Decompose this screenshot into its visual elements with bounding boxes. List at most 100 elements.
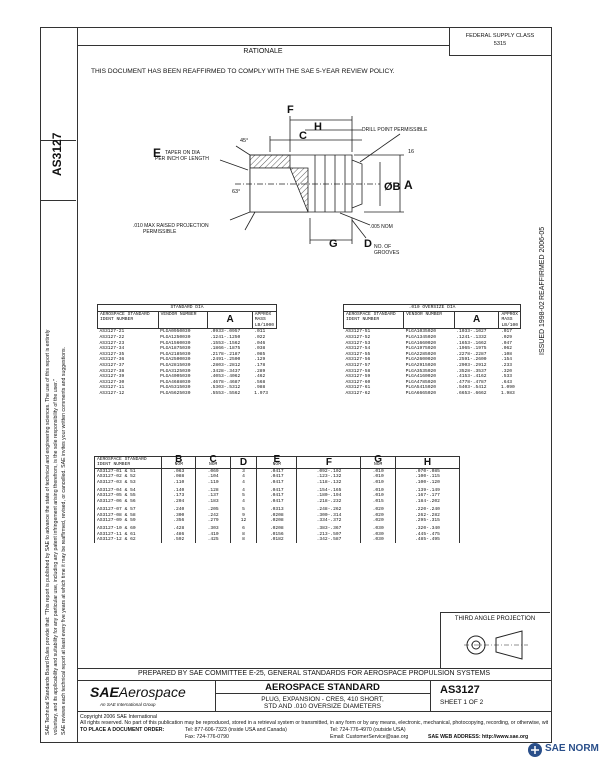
- titleblock-div-2: [430, 680, 431, 711]
- dim-col-letter: H: [423, 456, 432, 468]
- os-cell-mass: 1.090: [500, 385, 515, 391]
- dim-cell: 5: [229, 504, 258, 513]
- dim-cell: .100-.120: [394, 479, 461, 486]
- os-cell-a: .1241-.1332: [456, 334, 487, 340]
- logo-tagline: An SAE International Group: [100, 702, 156, 707]
- side-divider-1: [40, 140, 76, 141]
- titleblock-div-1: [215, 680, 216, 711]
- left-notice-3: SAE reviews each technical report at lea…: [61, 347, 67, 735]
- dim-cell: 4: [229, 485, 258, 494]
- std-cell-a: .1241-.1250: [209, 334, 241, 340]
- std-col-vendor: VENDOR NUMBER: [157, 310, 209, 330]
- footer-order-label: TO PLACE A DOCUMENT ORDER:: [80, 727, 165, 733]
- watermark-text: SAE NORM: [545, 743, 599, 754]
- os-cell-ident: AS3127-51: [345, 329, 371, 335]
- dim-col-letter: G: [374, 454, 383, 465]
- std-cell-mass: .462: [254, 374, 266, 380]
- os-cell-a: .3528-.3537: [456, 368, 487, 374]
- os-cell-mass: .233: [500, 362, 512, 368]
- os-cell-ident: AS3127-52: [345, 334, 371, 340]
- os-table-title: .010 OVERSIZE DIA: [343, 304, 521, 312]
- std-cell-ident: AS3127-34: [99, 346, 125, 352]
- os-cell-mass: .320: [500, 368, 512, 374]
- std-cell-mass: .568: [254, 379, 266, 385]
- dim-cell: .0208: [256, 518, 298, 524]
- dim-label-g: G: [329, 238, 338, 250]
- dim-cell: .0417: [256, 474, 298, 480]
- os-cell-ident: AS3127-59: [345, 374, 371, 380]
- dim-label-h: H: [314, 121, 322, 133]
- std-cell-mass: .022: [254, 334, 266, 340]
- os-cell-vendor: PLGA1035020: [405, 329, 436, 335]
- sae-norm-mark-icon: [528, 743, 542, 757]
- os-cell-ident: AS3127-58: [345, 368, 371, 374]
- left-notice-2: voluntary, and its applicability and sui…: [53, 379, 59, 735]
- os-cell-mass: .643: [500, 379, 512, 385]
- dim-cell: 8: [229, 531, 258, 538]
- std-cell-ident: AS3127-12: [99, 390, 125, 396]
- dim-cell: .0156: [256, 531, 298, 538]
- footer-rights: All rights reserved. No part of this pub…: [80, 720, 548, 726]
- std-cell-a: .1866-.1875: [209, 346, 241, 352]
- std-cell-vendor: PLGA1250030: [160, 334, 191, 340]
- std-cell-a: .1553-.1562: [209, 340, 241, 346]
- os-col-a: A: [453, 310, 500, 330]
- dim-cell: .240: [160, 504, 197, 513]
- angle-45: 45°: [240, 138, 249, 144]
- os-cell-ident: AS3127-55: [345, 351, 371, 357]
- footer-tel-1: Tel: 877-606-7323 (inside USA and Canada…: [185, 727, 287, 733]
- dim-cell: .010: [360, 474, 396, 480]
- dim-cell: 12: [229, 518, 258, 524]
- dim-cell: .242: [195, 512, 231, 519]
- std-cell-vendor: PLGA0950030: [160, 329, 191, 335]
- std-cell-ident: AS3127-21: [99, 329, 125, 335]
- std-cell-a: .3428-.3437: [209, 368, 241, 374]
- os-cell-vendor: PLGA1660020: [405, 340, 436, 346]
- dim-cell: AS3127-12 & 62: [94, 537, 162, 543]
- dim-cell: .428: [160, 523, 197, 532]
- dim-col-d: D: [229, 456, 258, 469]
- dim-label-e: E: [153, 146, 162, 160]
- dim-cell: 4: [229, 498, 258, 505]
- side-column: [40, 27, 77, 743]
- std-cell-mass: .178: [254, 362, 266, 368]
- dim-cell: .104: [195, 474, 231, 480]
- os-cell-mass: .047: [500, 340, 512, 346]
- dim-cell: .070-.085: [394, 468, 461, 475]
- os-cell-a: .2278-.2287: [456, 351, 487, 357]
- note-nom: .005 NOM: [370, 224, 393, 230]
- dim-cell: 5: [229, 493, 258, 499]
- std-cell-ident: AS3127-39: [99, 374, 125, 380]
- dim-cell: .425: [195, 537, 231, 543]
- dim-cell: .030: [360, 531, 396, 538]
- os-cell-a: .5403-.5412: [456, 385, 487, 391]
- dim-col-letter: B: [175, 454, 183, 465]
- std-cell-ident: AS3127-37: [99, 362, 125, 368]
- std-col-mass-unit: LB/1000: [254, 322, 274, 328]
- os-cell-vendor: PLGA3535020: [405, 368, 436, 374]
- dim-cell: .010: [360, 485, 396, 494]
- os-cell-mass: .029: [500, 334, 512, 340]
- std-cell-vendor: PLGA2500030: [160, 357, 191, 363]
- std-col-std: AEROSPACE STANDARD IDENT NUMBER: [97, 310, 159, 330]
- dim-cell: .128: [195, 485, 231, 494]
- prepared-by: PREPARED BY SAE COMMITTEE E-25, GENERAL …: [137, 670, 491, 677]
